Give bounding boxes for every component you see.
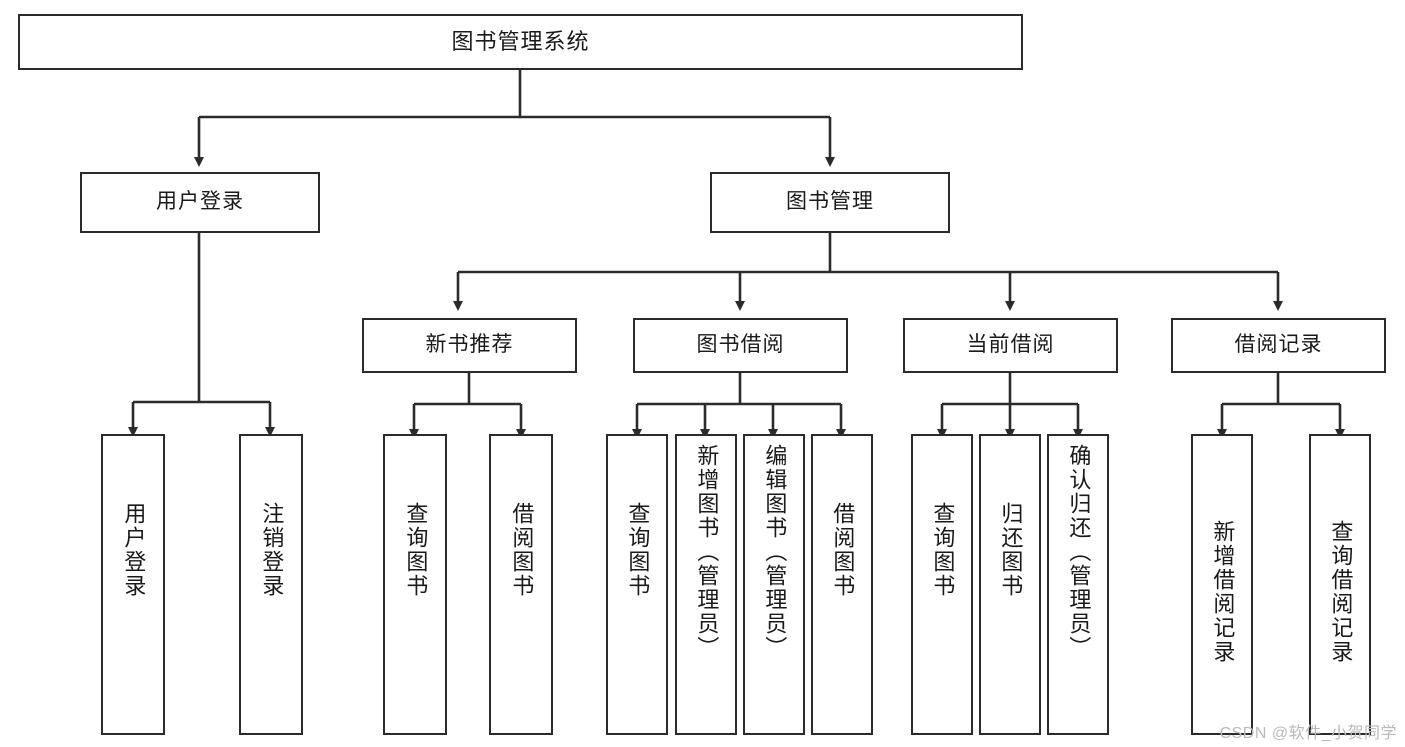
node-leaf-edit-book[interactable]: 编辑图书（管理员）	[743, 434, 805, 735]
node-leaf-add-borrow-record-label: 新增借阅记录	[1210, 520, 1236, 664]
node-leaf-query-book[interactable]: 查询图书	[606, 434, 668, 735]
node-borrow-record[interactable]: 借阅记录	[1171, 318, 1386, 373]
node-leaf-borrow-book-new-label: 借阅图书	[509, 502, 535, 598]
node-leaf-logout-label: 注销登录	[259, 502, 285, 598]
node-leaf-borrow-book[interactable]: 借阅图书	[811, 434, 873, 735]
node-leaf-query-book-current[interactable]: 查询图书	[911, 434, 973, 735]
node-user-login-label: 用户登录	[156, 190, 244, 214]
node-leaf-borrow-book-new[interactable]: 借阅图书	[489, 434, 553, 735]
node-leaf-query-book-label: 查询图书	[625, 502, 651, 598]
node-current-borrow-label: 当前借阅	[966, 333, 1055, 357]
node-new-book-recommend-label: 新书推荐	[425, 333, 514, 357]
node-leaf-query-borrow-record-label: 查询借阅记录	[1328, 520, 1354, 664]
node-leaf-return-book[interactable]: 归还图书	[979, 434, 1041, 735]
node-leaf-add-borrow-record[interactable]: 新增借阅记录	[1191, 434, 1253, 735]
node-leaf-query-book-new[interactable]: 查询图书	[383, 434, 447, 735]
node-book-manage[interactable]: 图书管理	[710, 172, 950, 233]
node-leaf-edit-book-label: 编辑图书（管理员）	[762, 444, 788, 660]
node-user-login[interactable]: 用户登录	[80, 172, 320, 233]
node-leaf-query-book-new-label: 查询图书	[403, 502, 429, 598]
node-new-book-recommend[interactable]: 新书推荐	[362, 318, 577, 373]
node-leaf-return-book-label: 归还图书	[998, 502, 1024, 598]
node-leaf-user-login-label: 用户登录	[121, 502, 147, 598]
node-leaf-add-book[interactable]: 新增图书（管理员）	[675, 434, 737, 735]
node-leaf-logout[interactable]: 注销登录	[239, 434, 303, 735]
node-leaf-add-book-label: 新增图书（管理员）	[694, 444, 720, 660]
node-leaf-confirm-return-label: 确认归还（管理员）	[1066, 444, 1092, 660]
node-leaf-user-login[interactable]: 用户登录	[101, 434, 165, 735]
node-current-borrow[interactable]: 当前借阅	[903, 318, 1118, 373]
node-leaf-confirm-return[interactable]: 确认归还（管理员）	[1047, 434, 1109, 735]
node-book-borrow-label: 图书借阅	[696, 333, 785, 357]
node-leaf-query-book-current-label: 查询图书	[930, 502, 956, 598]
node-root-label: 图书管理系统	[451, 29, 590, 55]
node-book-borrow[interactable]: 图书借阅	[633, 318, 848, 373]
node-borrow-record-label: 借阅记录	[1234, 333, 1323, 357]
node-book-manage-label: 图书管理	[786, 190, 874, 214]
node-root[interactable]: 图书管理系统	[18, 14, 1023, 70]
node-leaf-borrow-book-label: 借阅图书	[830, 502, 856, 598]
node-leaf-query-borrow-record[interactable]: 查询借阅记录	[1309, 434, 1371, 735]
